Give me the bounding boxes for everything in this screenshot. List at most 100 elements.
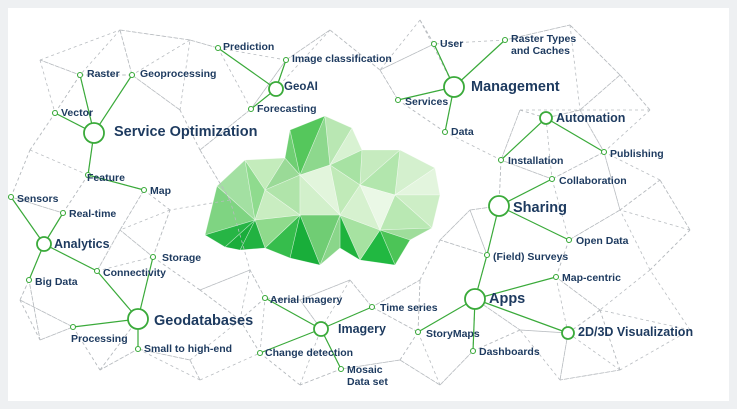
dashed-edge: [79, 29, 121, 76]
hub-label-geodatabases: Geodatabases: [154, 313, 254, 329]
dashed-edge: [189, 319, 241, 361]
dashed-edge: [439, 209, 471, 241]
dashed-edge: [603, 109, 651, 153]
dashed-edge: [29, 112, 56, 151]
leaf-node: [25, 276, 33, 284]
dashed-edge: [199, 352, 261, 381]
dashed-edge: [379, 69, 399, 101]
dashed-edge: [619, 74, 651, 111]
dashed-edge: [239, 319, 261, 354]
cloud-shape: [204, 115, 441, 266]
solid-edge: [217, 47, 277, 90]
leaf-node: [256, 349, 264, 357]
hub-label-sharing: Sharing: [513, 200, 567, 216]
dashed-edge: [96, 256, 154, 272]
dashed-edge: [285, 29, 331, 61]
dashed-edge: [152, 209, 171, 258]
hub-label-automation: Automation: [556, 111, 626, 125]
dashed-edge: [500, 109, 521, 161]
leaf-node: [76, 71, 84, 79]
leaf-node: [128, 71, 136, 79]
dashed-edge: [119, 229, 154, 258]
dashed-edge: [439, 350, 474, 386]
dashed-edge: [340, 359, 401, 370]
dashed-edge: [444, 131, 502, 161]
leaf-node: [441, 128, 449, 136]
dashed-edge: [131, 74, 181, 111]
dashed-edge: [551, 151, 605, 180]
dashed-edge: [519, 329, 561, 381]
leaf-node: [548, 175, 556, 183]
label-aerial-imagery: Aerial imagery: [270, 294, 343, 306]
dashed-edge: [379, 43, 435, 71]
label-prediction: Prediction: [223, 41, 275, 53]
dashed-edge: [99, 348, 139, 371]
dashed-edge: [649, 229, 691, 271]
leaf-node: [497, 156, 505, 164]
dashed-edge: [39, 59, 56, 114]
hub-node: [488, 195, 510, 217]
dashed-edge: [199, 269, 251, 291]
graph-nodes: [7, 36, 608, 373]
dashed-edge: [349, 279, 373, 308]
dashed-edge: [419, 19, 435, 45]
dashed-edge: [619, 329, 691, 371]
hub-node: [268, 81, 284, 97]
leaf-node: [149, 253, 157, 261]
leaf-node: [69, 323, 77, 331]
dashed-edge: [249, 269, 266, 299]
dashed-edge: [579, 109, 605, 153]
dashed-edge: [189, 359, 201, 381]
dashed-edge: [439, 350, 474, 386]
dashed-edge: [275, 29, 331, 90]
label-services: Services: [405, 96, 449, 108]
dashed-edge: [559, 369, 621, 381]
cloud-facet: [204, 219, 256, 248]
dashed-edge: [299, 368, 342, 386]
label-processing: Processing: [71, 333, 128, 345]
dashed-edge: [96, 229, 121, 272]
dashed-edge: [259, 352, 301, 386]
dashed-edge: [399, 359, 441, 386]
solid-edge: [43, 243, 98, 272]
dashed-edge: [249, 269, 266, 299]
dashed-edge: [96, 229, 121, 272]
label-map-centric: Map-centric: [562, 272, 621, 284]
dashed-edge: [659, 179, 691, 231]
dashed-edge: [349, 279, 373, 308]
dashed-edge: [259, 297, 266, 354]
solid-edge: [474, 276, 557, 300]
hub-label-service-optimization: Service Optimization: [114, 124, 258, 140]
solid-edge: [453, 39, 506, 88]
label-geoprocessing: Geoprocessing: [140, 68, 217, 80]
label-raster: Raster: [87, 68, 120, 80]
dashed-edge: [567, 332, 621, 371]
dashed-edge: [62, 174, 89, 214]
label-big-data: Big Data: [35, 276, 78, 288]
leaf-node: [552, 273, 560, 281]
dashed-edge: [469, 205, 500, 211]
dashed-edge: [29, 149, 89, 176]
dashed-edge: [603, 151, 661, 181]
dashed-edge: [579, 74, 621, 111]
leaf-node: [93, 267, 101, 275]
dashed-edge: [399, 331, 419, 361]
leaf-node: [282, 56, 290, 64]
dashed-edge: [169, 199, 231, 211]
dashed-edge: [504, 24, 571, 41]
hub-label-analytics: Analytics: [54, 237, 110, 251]
solid-edge: [498, 205, 570, 241]
label-open-data: Open Data: [576, 235, 629, 247]
solid-edge: [474, 298, 569, 334]
leaf-node: [337, 365, 345, 373]
dashed-edge: [569, 24, 581, 111]
dashed-edge: [39, 59, 81, 76]
label-installation: Installation: [508, 155, 564, 167]
leaf-node: [394, 96, 402, 104]
dashed-edge: [199, 149, 231, 201]
dashed-edge: [10, 149, 31, 198]
dashed-edge: [519, 109, 547, 119]
dashed-edge: [299, 328, 322, 386]
leaf-node: [7, 193, 15, 201]
